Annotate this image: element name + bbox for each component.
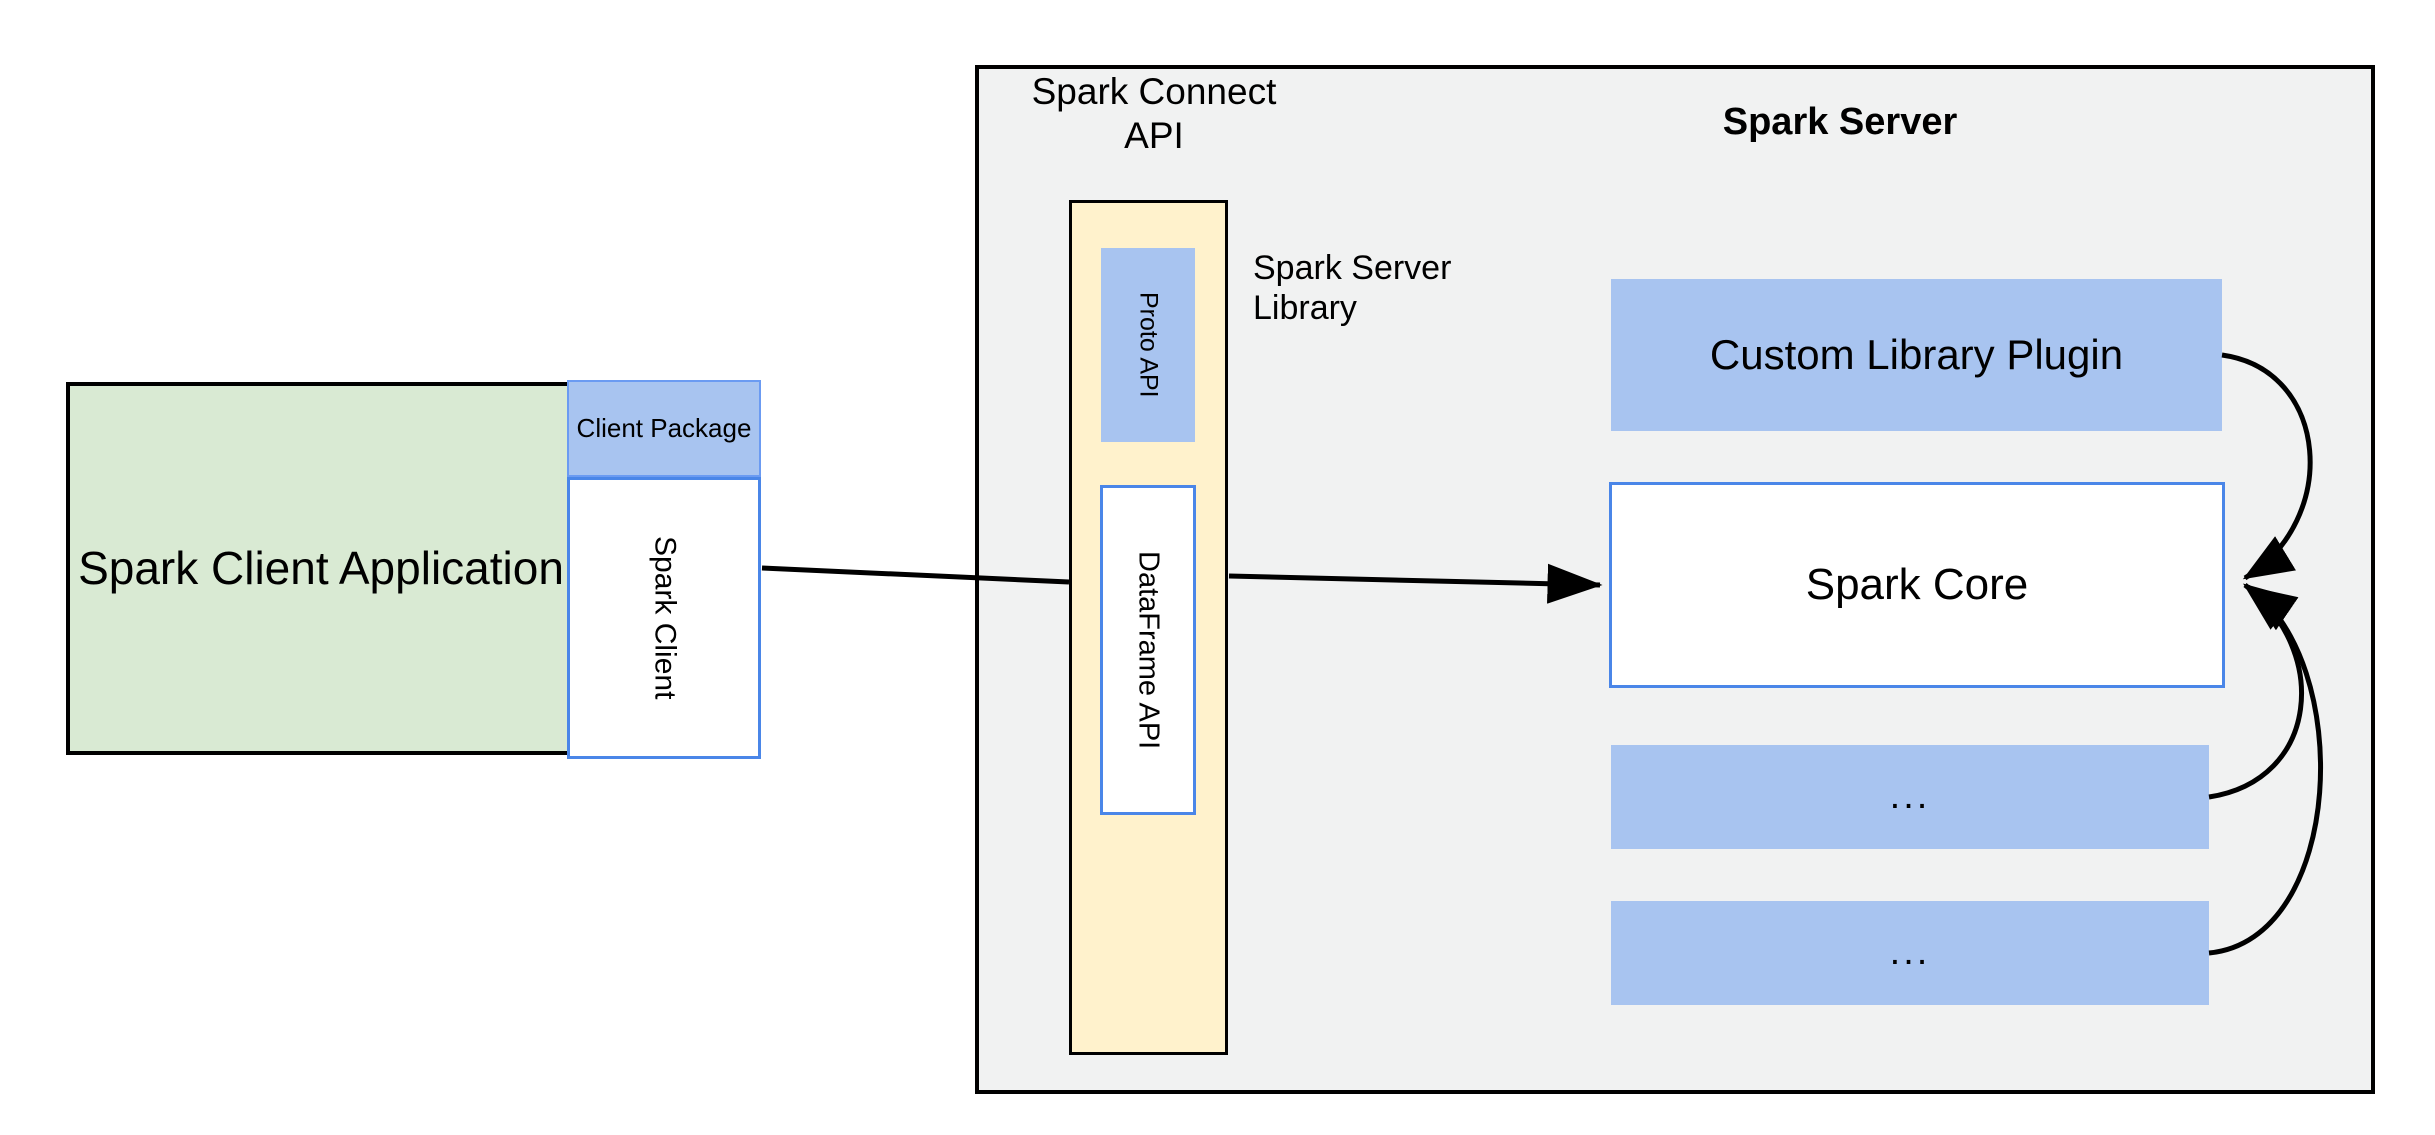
spark-server-title: Spark Server xyxy=(1722,101,1958,143)
spark-client-label: Spark Client xyxy=(648,536,682,700)
dataframe-api-label: DataFrame API xyxy=(1132,550,1165,750)
client-package-label: Client Package xyxy=(576,412,752,443)
ellipsis-box-one[interactable]: ... xyxy=(1611,745,2209,849)
spark-core-box[interactable]: Spark Core xyxy=(1609,482,2225,688)
proto-api-label: Proto API xyxy=(1134,292,1163,398)
spark-client-application-box[interactable]: Spark Client Application xyxy=(66,382,576,755)
spark-client-application-label: Spark Client Application xyxy=(78,542,564,595)
spark-connect-api-label: Spark Connect API xyxy=(1031,71,1277,156)
dataframe-api-box[interactable]: DataFrame API xyxy=(1100,485,1196,815)
custom-library-plugin-box[interactable]: Custom Library Plugin xyxy=(1611,279,2222,431)
spark-core-label: Spark Core xyxy=(1805,559,2029,609)
proto-api-box[interactable]: Proto API xyxy=(1101,248,1195,442)
client-package-box[interactable]: Client Package xyxy=(567,380,761,477)
ellipsis-two-label: ... xyxy=(1889,931,1931,974)
spark-server-library-label: Spark Server Library xyxy=(1253,249,1452,328)
ellipsis-one-label: ... xyxy=(1889,775,1931,818)
spark-client-box[interactable]: Spark Client xyxy=(567,477,761,759)
custom-library-plugin-label: Custom Library Plugin xyxy=(1709,330,2124,378)
ellipsis-box-two[interactable]: ... xyxy=(1611,901,2209,1005)
